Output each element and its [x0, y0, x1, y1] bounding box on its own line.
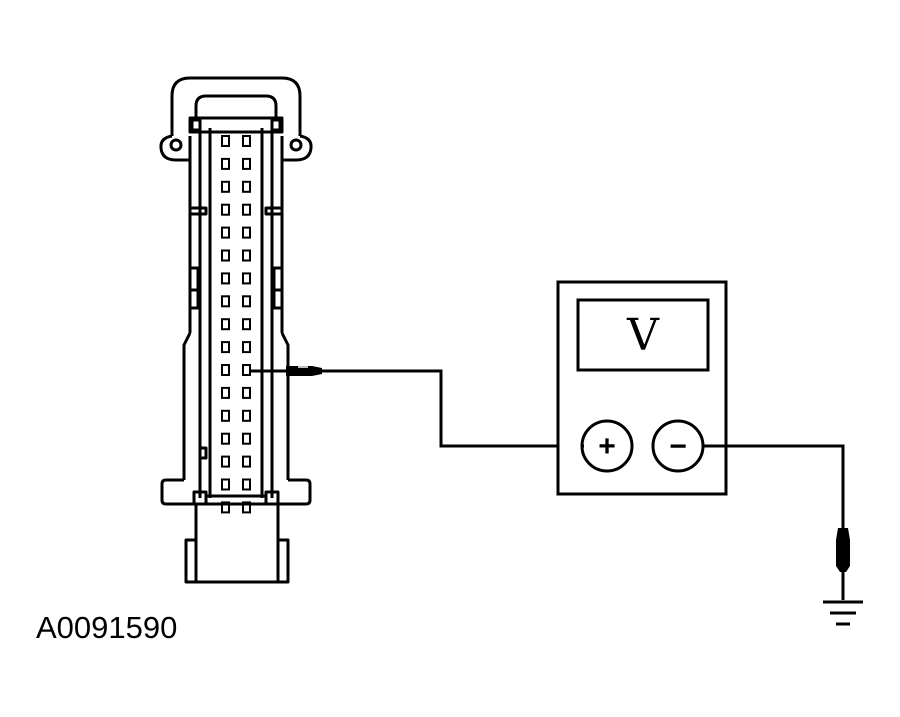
pin-cavity	[242, 203, 251, 216]
pin-cavity	[242, 501, 251, 514]
pin-cavity	[221, 249, 230, 262]
pin-cavity	[242, 295, 251, 308]
pin-cavity	[221, 364, 230, 376]
test-probe-icon	[250, 366, 322, 376]
voltmeter-icon: V + −	[556, 280, 728, 496]
figure-id: A0091590	[36, 610, 178, 645]
connector-icon	[159, 76, 313, 584]
pin-cavity	[221, 226, 230, 239]
pin-cavity	[242, 226, 251, 239]
pin-cavity	[242, 341, 251, 354]
ground-probe-icon	[836, 528, 850, 600]
meter-display-label: V	[626, 310, 660, 361]
pin-cavity	[221, 409, 230, 422]
pin-cavity	[242, 135, 251, 147]
pin-grid	[221, 135, 251, 514]
negative-terminal-label: −	[669, 430, 687, 463]
pin-cavity	[221, 135, 230, 147]
pin-cavity	[221, 478, 230, 491]
pin-cavity	[242, 386, 251, 399]
positive-lead-wire	[322, 369, 584, 448]
positive-terminal-label: +	[598, 430, 616, 463]
pin-cavity	[221, 180, 230, 193]
pin-cavity	[242, 272, 251, 285]
pin-cavity	[221, 455, 230, 468]
pin-cavity	[242, 455, 251, 468]
pin-cavity	[221, 295, 230, 308]
pin-cavity	[242, 157, 251, 170]
pin-cavity	[221, 272, 230, 285]
pin-cavity	[221, 203, 230, 216]
pin-cavity	[242, 364, 251, 376]
pin-cavity	[242, 409, 251, 422]
pin-cavity	[221, 432, 230, 445]
pin-cavity	[242, 432, 251, 445]
pin-cavity	[242, 478, 251, 491]
pin-cavity	[221, 386, 230, 399]
pin-cavity	[242, 249, 251, 262]
pin-cavity	[242, 318, 251, 331]
pin-cavity	[242, 180, 251, 193]
ground-symbol-icon	[823, 600, 863, 626]
pin-cavity	[221, 157, 230, 170]
pin-cavity	[221, 501, 230, 514]
negative-lead-wire	[703, 444, 845, 528]
pin-cavity	[221, 341, 230, 354]
pin-cavity	[221, 318, 230, 331]
